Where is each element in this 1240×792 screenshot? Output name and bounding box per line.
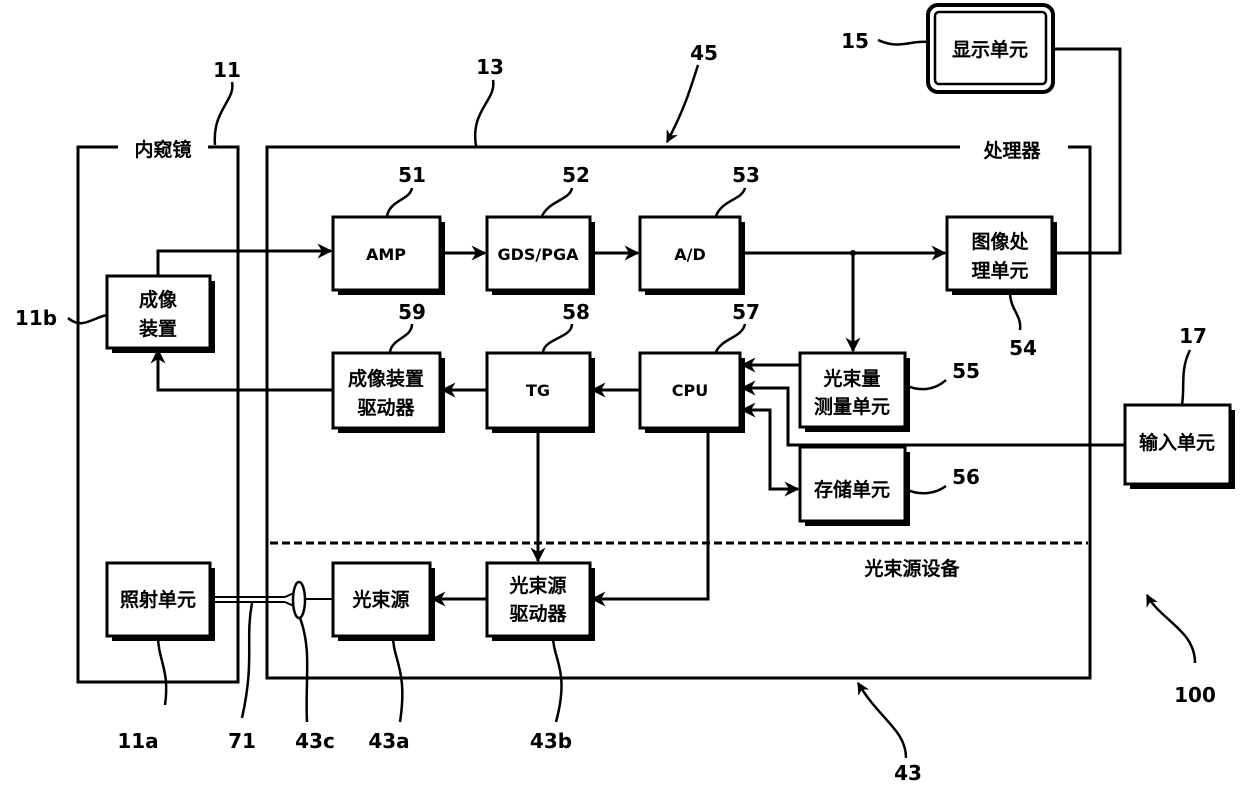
ref-55: 55	[952, 359, 980, 383]
tg-label: TG	[526, 381, 550, 400]
block-light-source: 光束源	[333, 563, 435, 641]
block-gds-pga: GDS/PGA	[487, 217, 595, 295]
ref-51: 51	[398, 163, 426, 187]
block-storage: 存储单元	[800, 447, 910, 526]
light-source-device-label: 光束源设备	[863, 557, 960, 580]
imager-driver-to-imager-arrow	[158, 350, 333, 390]
illumination-label: 照射单元	[120, 588, 196, 611]
light-source-driver-line1: 光束源	[508, 574, 566, 597]
block-imager: 成像 装置	[107, 276, 215, 353]
ref-17: 17	[1179, 324, 1207, 348]
endoscope-label: 内窥镜	[134, 138, 191, 161]
ref-56: 56	[952, 465, 980, 489]
cpu-to-light-source-driver-arrow	[592, 428, 708, 599]
block-input: 输入单元	[1125, 405, 1235, 489]
light-measure-line1: 光束量	[822, 367, 880, 390]
ref-58: 58	[562, 300, 590, 324]
ref-53: 53	[732, 163, 760, 187]
block-illumination: 照射单元	[107, 563, 215, 641]
cpu-storage-bidirectional-arrow	[742, 410, 798, 489]
ref-59: 59	[398, 300, 426, 324]
ref-52: 52	[562, 163, 590, 187]
light-guide	[210, 592, 296, 607]
signal-connections	[158, 49, 1125, 599]
block-cpu: CPU	[640, 353, 745, 433]
block-light-source-driver: 光束源 驱动器	[487, 563, 595, 641]
image-processing-to-display-line	[1052, 49, 1120, 253]
block-amp: AMP	[333, 217, 445, 295]
image-processing-line2: 理单元	[971, 259, 1028, 282]
light-source-driver-line2: 驱动器	[509, 603, 567, 625]
ref-43: 43	[894, 761, 922, 785]
image-processing-line1: 图像处	[971, 230, 1029, 253]
block-light-measure: 光束量 测量单元	[800, 353, 910, 432]
block-display: 显示单元	[928, 5, 1053, 92]
gds-pga-label: GDS/PGA	[497, 245, 579, 264]
ref-11a: 11a	[117, 729, 158, 753]
ref-43c: 43c	[295, 729, 335, 753]
ref-57: 57	[732, 300, 760, 324]
storage-label: 存储单元	[814, 478, 890, 501]
ref-100: 100	[1174, 683, 1216, 707]
ref-71: 71	[228, 729, 256, 753]
block-image-processing: 图像处 理单元	[947, 217, 1057, 295]
ref-11: 11	[213, 58, 241, 82]
imager-line2: 装置	[138, 317, 177, 340]
cpu-label: CPU	[672, 381, 708, 400]
block-tg: TG	[487, 353, 595, 433]
ref-11b: 11b	[15, 306, 57, 330]
imager-line1: 成像	[139, 288, 178, 311]
block-imager-driver: 成像装置 驱动器	[333, 353, 445, 433]
block-ad: A/D	[640, 217, 745, 295]
processor-label: 处理器	[982, 139, 1041, 162]
ref-45: 45	[690, 41, 718, 65]
imager-driver-line2: 驱动器	[357, 397, 415, 419]
ref-13: 13	[476, 55, 504, 79]
input-label: 输入单元	[1139, 431, 1215, 454]
ref-43a: 43a	[368, 729, 409, 753]
light-measure-line2: 测量单元	[814, 395, 890, 418]
imager-to-amp-arrow	[158, 251, 331, 276]
amp-label: AMP	[366, 245, 406, 264]
imager-driver-line1: 成像装置	[348, 367, 424, 390]
ref-54: 54	[1009, 336, 1037, 360]
light-source-label: 光束源	[351, 588, 409, 611]
ref-43b: 43b	[530, 729, 572, 753]
condenser-lens	[293, 582, 305, 618]
display-label: 显示单元	[952, 38, 1028, 61]
ad-label: A/D	[674, 245, 706, 264]
ref-15: 15	[841, 29, 869, 53]
